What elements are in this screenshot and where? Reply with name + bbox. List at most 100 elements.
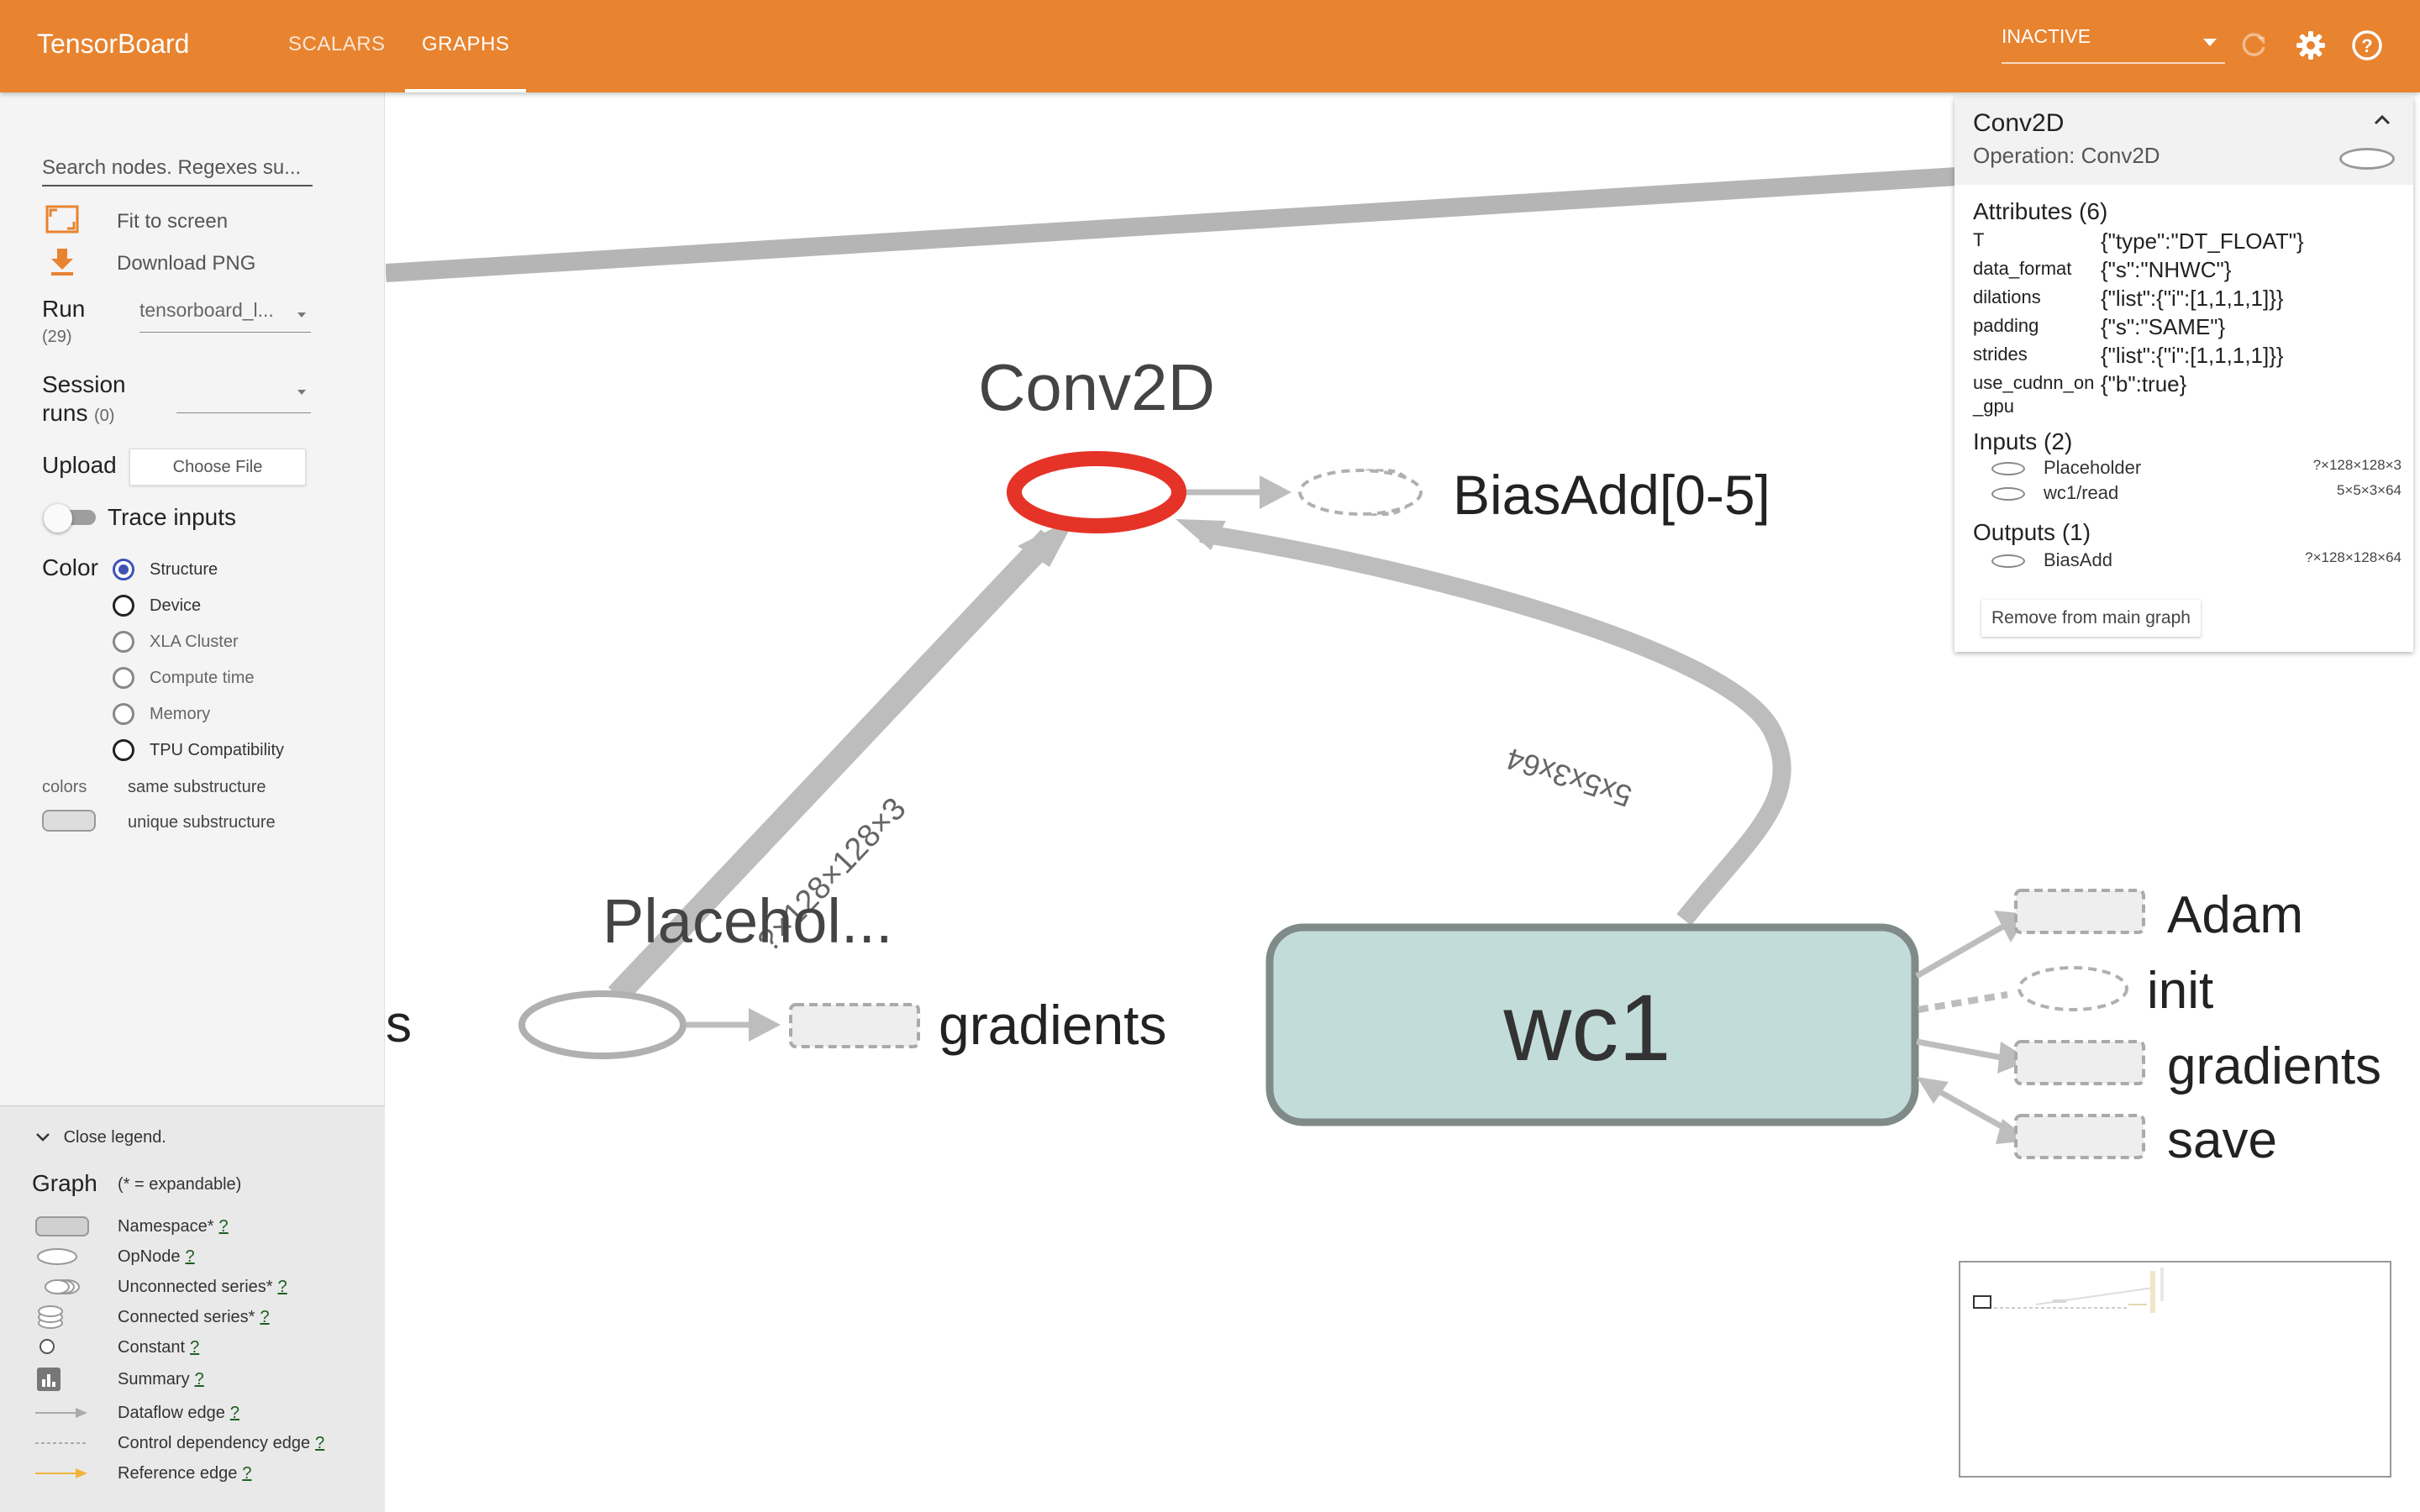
edge-arrowhead (1260, 475, 1292, 509)
attribute-row: data_format{"s":"NHWC"} (1973, 257, 2402, 282)
namespace-icon (35, 1216, 89, 1236)
attribute-key: strides (1973, 344, 2028, 365)
opnode-icon (1991, 554, 2025, 568)
close-legend-button[interactable]: Close legend. (35, 1128, 166, 1147)
output-row[interactable]: BiasAdd?×128×128×64 (1973, 549, 2402, 575)
run-select[interactable]: tensorboard_l... (139, 299, 311, 333)
input-name: wc1/read (2044, 482, 2119, 503)
graph-minimap[interactable] (1959, 1261, 2391, 1478)
legend-label: Unconnected series*? (118, 1278, 287, 1296)
minimap-preview (1973, 1268, 2164, 1313)
save-node[interactable] (2014, 1114, 2145, 1159)
radio-label: Compute time (150, 669, 255, 687)
wc1-namespace-node[interactable] (1265, 923, 1919, 1126)
gradients-right-label: gradients (2167, 1037, 2381, 1095)
placeholder-node[interactable] (518, 990, 687, 1059)
legend-label: Summary? (118, 1370, 204, 1389)
unique-substructure-swatch (42, 810, 96, 832)
tab-scalars[interactable]: SCALARS (288, 33, 386, 55)
attribute-value: {"s":"SAME"} (2101, 314, 2226, 339)
constant-icon (39, 1339, 55, 1354)
edge-wc1-adam (1915, 921, 2009, 979)
help-icon[interactable]: ? (2350, 29, 2384, 62)
legend-label: Namespace*? (118, 1217, 229, 1236)
placeholder-node-label: Placehol... (602, 886, 893, 956)
session-runs-label: Session (42, 371, 126, 397)
toggle-knob (44, 504, 72, 533)
output-shape: ?×128×128×64 (2305, 549, 2402, 565)
input-row[interactable]: Placeholder?×128×128×3 (1973, 457, 2402, 482)
fit-to-screen-button[interactable]: Fit to screen (45, 205, 228, 239)
radio-icon (113, 667, 134, 689)
legend-label: Connected series*? (118, 1308, 270, 1326)
search-input[interactable]: Search nodes. Regexes su... (42, 153, 313, 186)
settings-icon[interactable] (2294, 29, 2328, 62)
opnode-icon (37, 1248, 77, 1265)
radio-label: Structure (150, 560, 218, 579)
choose-file-button[interactable]: Choose File (129, 449, 306, 486)
attribute-row: padding{"s":"SAME"} (1973, 314, 2402, 339)
color-label: Color (42, 554, 98, 580)
init-node-label: init (2147, 962, 2213, 1020)
graph-canvas[interactable]: ?×128×128×3 5x5x3x64 Conv2D BiasAdd[0-5]… (386, 92, 2420, 1512)
input-name: Placeholder (2044, 457, 2142, 478)
radio-checked-icon (113, 559, 134, 580)
attribute-value: {"b":true} (2101, 371, 2187, 396)
init-node[interactable] (2018, 966, 2128, 1011)
chevron-down-icon (2203, 39, 2217, 46)
conv2d-node[interactable] (1007, 451, 1186, 533)
chevron-down-icon (297, 312, 306, 318)
node-info-operation: Operation: Conv2D (1973, 143, 2160, 168)
legend-control-edge: Control dependency edge? (0, 1431, 385, 1456)
radio-icon (113, 631, 134, 653)
attribute-key: data_format (1973, 258, 2072, 279)
chevron-up-icon[interactable] (2373, 113, 2391, 126)
wc1-node-label: wc1 (1502, 975, 1670, 1080)
conv2d-node-label: Conv2D (978, 350, 1215, 424)
legend-opnode: OpNode? (0, 1244, 385, 1269)
same-substructure-label: same substructure (128, 778, 266, 796)
minimap-viewport[interactable] (1973, 1295, 1991, 1309)
plugin-select[interactable]: INACTIVE (2002, 25, 2225, 64)
gradients-left-node[interactable] (789, 1003, 920, 1048)
refresh-icon[interactable] (2237, 29, 2270, 62)
legend-dataflow-edge: Dataflow edge? (0, 1400, 385, 1425)
attribute-row: use_cudnn_on_gpu{"b":true} (1973, 371, 2402, 422)
colors-label: colors (42, 778, 87, 796)
outputs-title: Outputs (1) (1973, 519, 2091, 545)
legend-label: OpNode? (118, 1247, 195, 1266)
radio-icon (113, 703, 134, 725)
run-count: (29) (42, 328, 72, 346)
radio-label: TPU Compatibility (150, 741, 285, 759)
gradients-right-node[interactable] (2014, 1040, 2145, 1085)
chevron-down-icon (36, 1133, 50, 1142)
legend-reference-edge: Reference edge? (0, 1461, 385, 1486)
legend-expandable-note: (* = expandable) (118, 1175, 242, 1194)
session-runs-select[interactable] (176, 376, 311, 413)
legend-label: Constant? (118, 1338, 200, 1357)
edge-wc1-conv2d (1199, 524, 1791, 926)
summary-icon (37, 1368, 60, 1391)
download-icon (51, 249, 73, 276)
biasadd-series-node[interactable] (1298, 469, 1423, 516)
tab-graphs[interactable]: GRAPHS (404, 0, 527, 92)
remove-from-main-graph-button[interactable]: Remove from main graph (1981, 600, 2201, 637)
adam-node[interactable] (2014, 889, 2145, 934)
unique-substructure-label: unique substructure (128, 813, 276, 832)
legend-label: Reference edge? (118, 1464, 252, 1483)
trace-inputs-label: Trace inputs (108, 504, 237, 530)
clipped-node-label: s (386, 995, 412, 1053)
attribute-key: use_cudnn_on_gpu (1973, 372, 2095, 417)
download-png-button[interactable]: Download PNG (45, 247, 255, 281)
trace-inputs-toggle[interactable] (44, 504, 96, 533)
radio-icon (113, 739, 134, 761)
attribute-row: strides {"list":{"i":[1,1,1,1]}} (1973, 343, 2402, 368)
edge-wc1-gradients (1916, 1038, 2007, 1062)
chevron-down-icon (297, 390, 306, 395)
reference-edge-icon (35, 1468, 87, 1478)
edge-label-weight-shape: 5x5x3x64 (1502, 742, 1636, 815)
attribute-value: {"list":{"i":[1,1,1,1]}} (2101, 343, 2284, 368)
node-info-title: Conv2D (1973, 109, 2065, 137)
node-info-header: Conv2D Operation: Conv2D (1954, 97, 2413, 185)
